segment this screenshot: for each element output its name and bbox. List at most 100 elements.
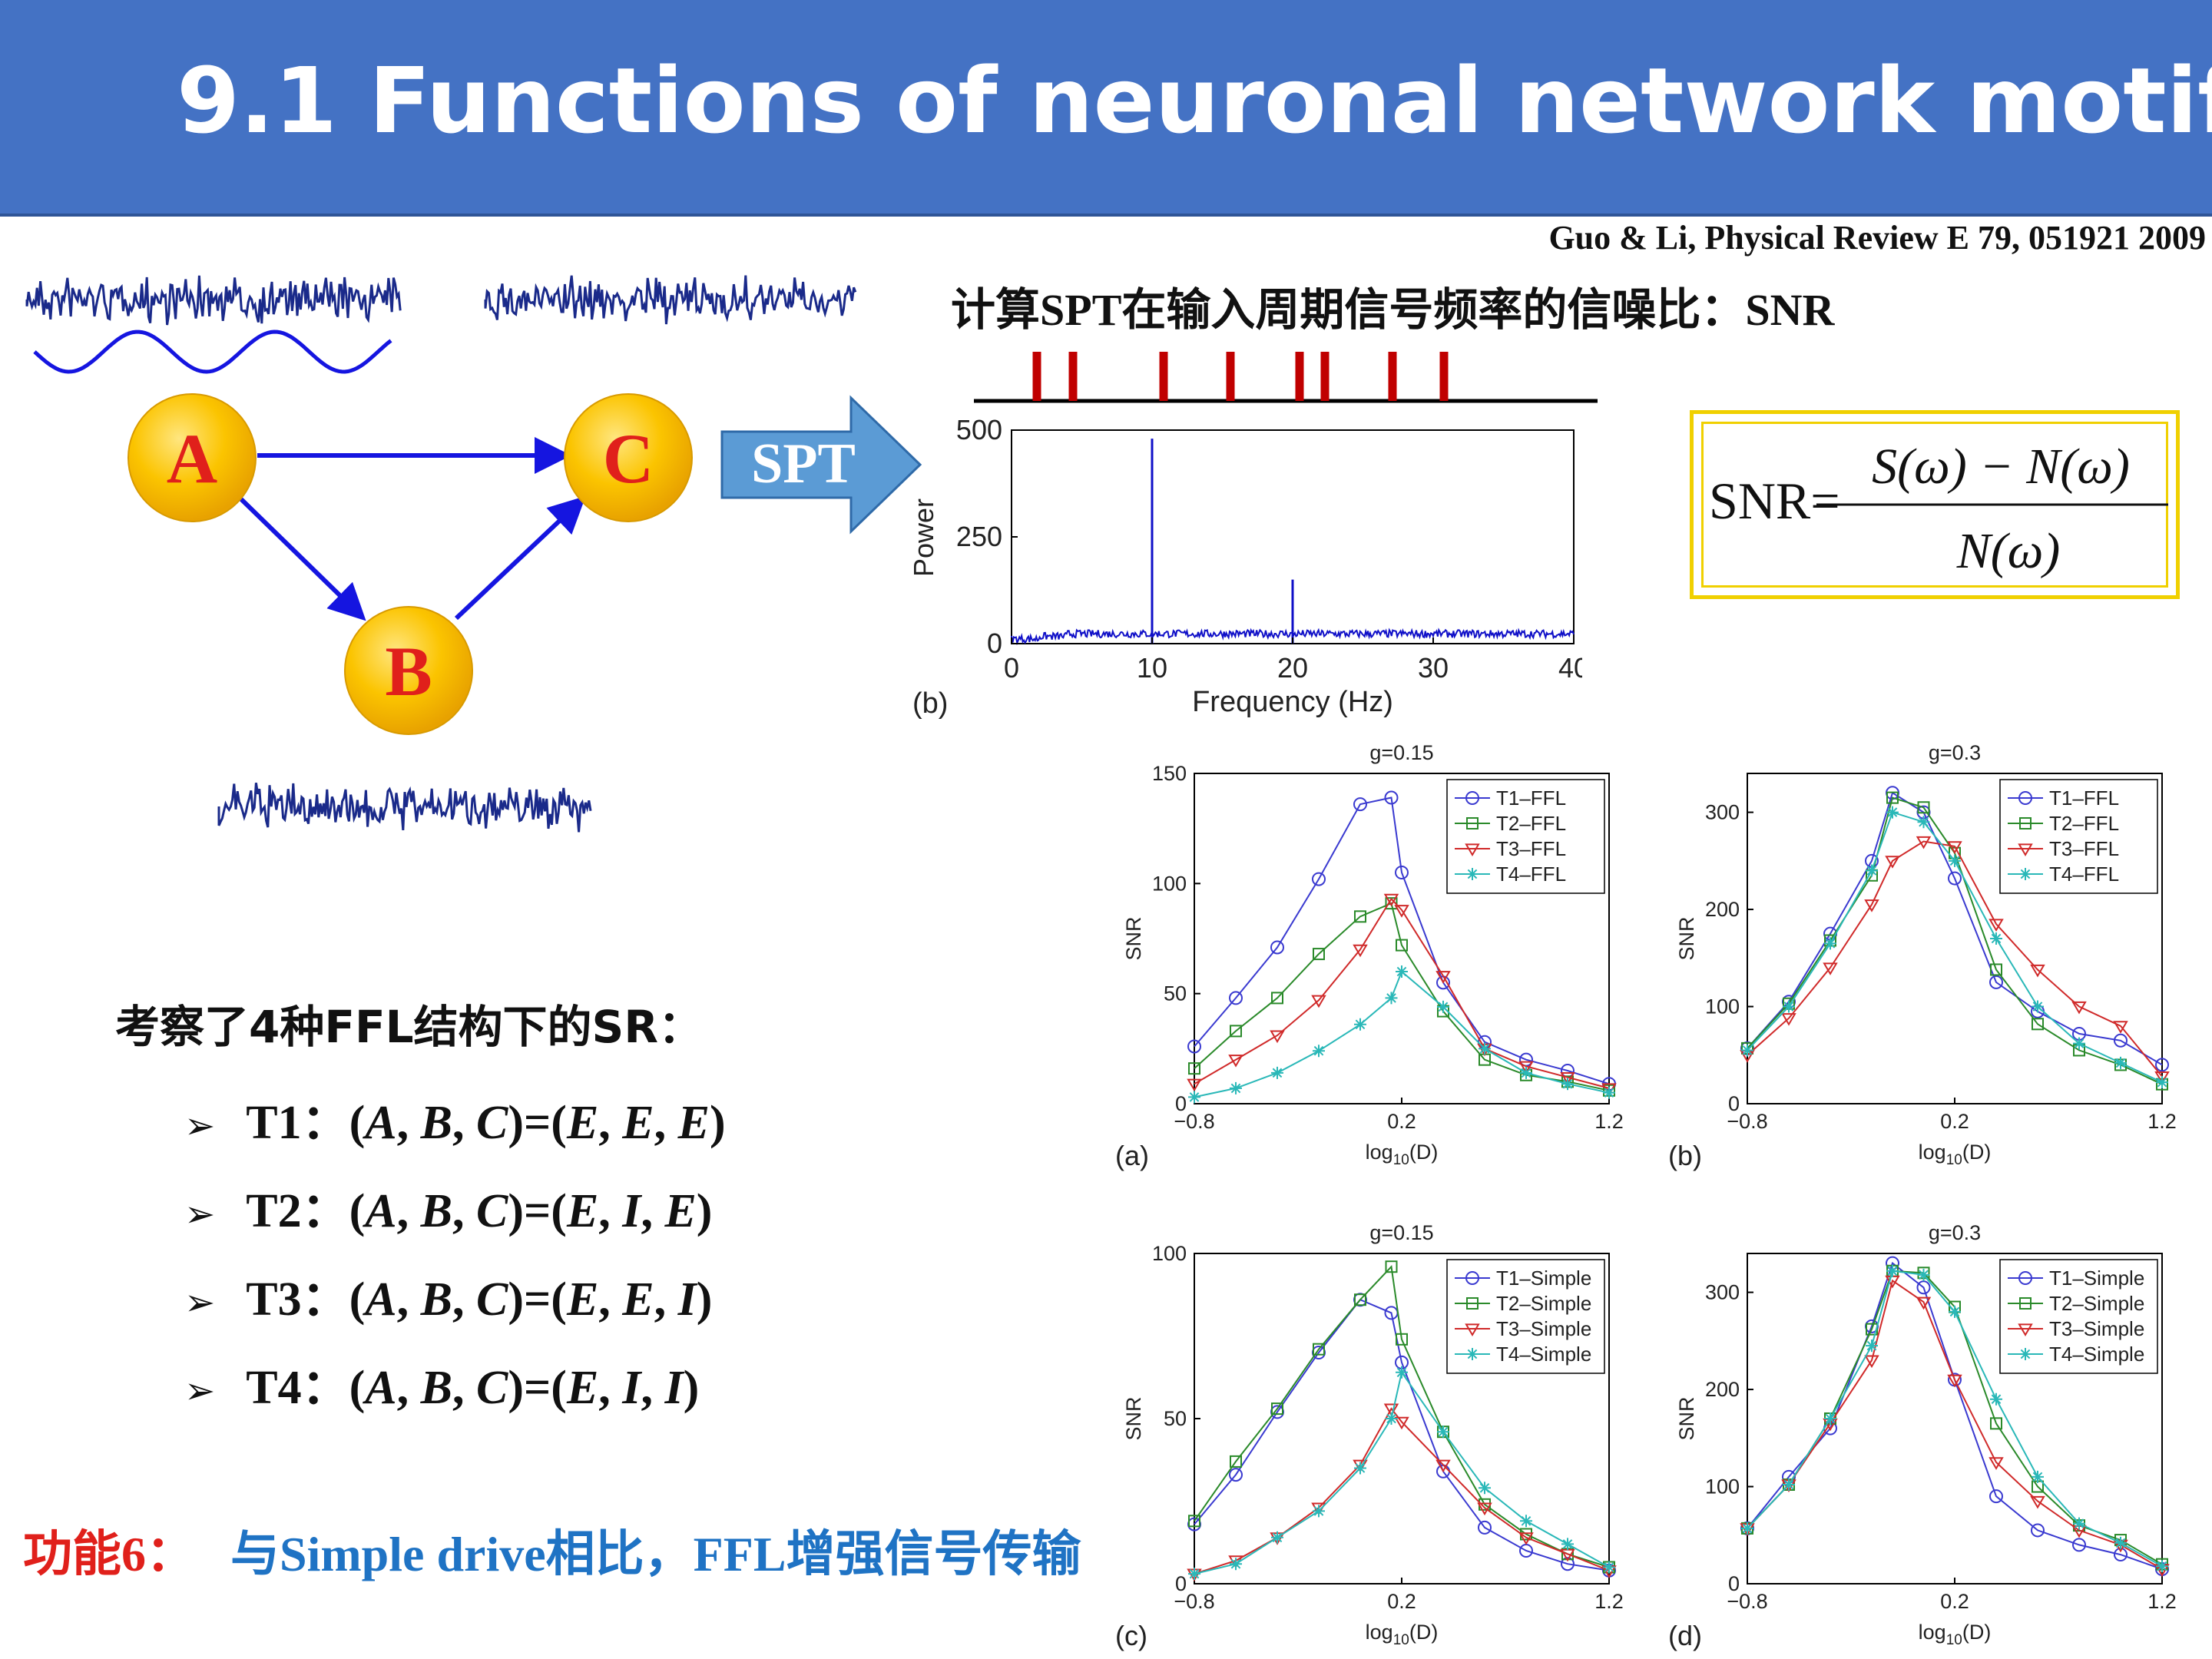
panel-xtick-label: 0.2 xyxy=(1387,1110,1416,1133)
spectrum-xtick-label: 10 xyxy=(1137,652,1167,684)
data-point xyxy=(1949,854,1961,867)
legend-entry: T3–Simple xyxy=(1496,1317,1591,1340)
data-point xyxy=(1437,1426,1449,1439)
panel-letter: (d) xyxy=(1668,1620,1702,1651)
data-point xyxy=(1518,1061,1534,1075)
data-point xyxy=(2156,1076,2168,1089)
panel-ylabel: SNR xyxy=(1675,916,1698,960)
data-point xyxy=(1230,1081,1242,1094)
legend-entry: T3–Simple xyxy=(2049,1317,2144,1340)
data-point xyxy=(1230,1025,1242,1038)
data-point xyxy=(1188,1568,1200,1581)
data-point xyxy=(1230,1455,1242,1468)
spectrum-ytick-label: 0 xyxy=(987,628,1002,659)
data-point xyxy=(1188,1062,1200,1075)
ffl-type-tuple: (A, B, C)=(E, I, E) xyxy=(349,1185,713,1237)
data-point xyxy=(2030,1495,2045,1509)
data-point xyxy=(1781,1013,1796,1026)
data-point xyxy=(1866,864,1878,877)
data-point xyxy=(1916,1296,1932,1310)
data-point xyxy=(1990,932,2002,945)
series-line xyxy=(1747,840,2163,1078)
panel-xtick-label: 1.2 xyxy=(2147,1590,2177,1613)
panel-letter: (a) xyxy=(1115,1140,1149,1171)
panel-ytick-label: 200 xyxy=(1705,1378,1740,1401)
data-point xyxy=(1396,1366,1408,1379)
legend-entry: T2–Simple xyxy=(2049,1292,2144,1315)
data-point xyxy=(2030,964,2045,978)
series-line xyxy=(1747,1279,2163,1570)
data-point xyxy=(1313,1505,1325,1518)
data-point xyxy=(2031,1523,2045,1538)
legend-entry: T4–FFL xyxy=(2049,863,2119,886)
ffl-type-tuple: (A, B, C)=(E, E, E) xyxy=(349,1097,726,1149)
legend-entry: T3–FFL xyxy=(1496,837,1566,860)
data-point xyxy=(1886,806,1899,819)
series-line xyxy=(1747,811,2163,1084)
snr-caption-part2: SPT xyxy=(1040,285,1122,335)
legend-entry: T4–FFL xyxy=(1496,863,1566,886)
data-point xyxy=(1988,1457,2004,1470)
data-point xyxy=(2073,1517,2085,1530)
panel-xtick-label: 1.2 xyxy=(1594,1590,1624,1613)
data-point xyxy=(1824,937,1836,950)
data-point xyxy=(1396,1333,1408,1346)
data-point xyxy=(2114,1033,2128,1048)
spectrum-xtick-label: 40 xyxy=(1558,652,1582,684)
data-point xyxy=(1949,1305,1961,1318)
spectrum-y-axis-label: Power xyxy=(908,498,939,577)
data-point xyxy=(1385,1260,1398,1273)
legend-marker xyxy=(2019,817,2032,830)
data-point xyxy=(1354,1018,1366,1031)
data-point xyxy=(1866,1323,1878,1336)
panel-xtick-label: −0.8 xyxy=(1174,1590,1214,1613)
panel-title: g=0.3 xyxy=(1929,741,1981,764)
spectrum-xtick-label: 20 xyxy=(1277,652,1308,684)
spectrum-xtick-label: 30 xyxy=(1418,652,1449,684)
panel-ytick-label: 0 xyxy=(1728,1572,1740,1595)
panel-xtick-label: 1.2 xyxy=(1594,1110,1624,1133)
legend-marker xyxy=(1465,1323,1480,1336)
data-point xyxy=(1603,1561,1615,1574)
legend-marker xyxy=(2019,1297,2032,1310)
legend-entry: T2–FFL xyxy=(1496,812,1566,835)
panel-xtick-label: −0.8 xyxy=(1727,1110,1767,1133)
legend-entry: T4–Simple xyxy=(2049,1343,2144,1366)
legend-marker xyxy=(1465,791,1479,805)
panel-ytick-label: 200 xyxy=(1705,898,1740,921)
legend-marker xyxy=(2019,868,2032,880)
legend-marker xyxy=(1466,868,1479,880)
data-point xyxy=(1187,1039,1201,1054)
series-3 xyxy=(1188,1366,1615,1581)
data-point xyxy=(1270,940,1284,955)
data-point xyxy=(1354,1462,1366,1475)
snr-caption-part1: 计算 xyxy=(951,283,1041,336)
function-statement: 功能6：与Simple drive相比，FFL增强信号传输 xyxy=(23,1515,1081,1585)
data-point xyxy=(1313,948,1325,961)
bullet-arrow-icon: ➢ xyxy=(184,1104,216,1147)
series-line xyxy=(1747,1270,2163,1568)
panel-xlabel-rest: (D) xyxy=(1409,1141,1438,1164)
data-point xyxy=(1271,992,1283,1005)
data-point xyxy=(2032,1470,2044,1483)
node-label-a: A xyxy=(167,419,217,498)
legend-marker xyxy=(2019,1348,2032,1360)
panel-ytick-label: 300 xyxy=(1705,801,1740,824)
series-line xyxy=(1194,1407,1610,1575)
data-point xyxy=(1989,1489,2003,1504)
periodic-signal-wave xyxy=(33,329,392,374)
data-point xyxy=(1188,1091,1200,1104)
data-point xyxy=(1823,962,1838,975)
panel-ytick-label: 100 xyxy=(1152,1242,1187,1265)
data-point xyxy=(2072,1538,2086,1552)
ffl-type-tuple: (A, B, C)=(E, E, I) xyxy=(349,1273,713,1326)
data-point xyxy=(1187,1078,1202,1092)
data-point xyxy=(1435,971,1451,984)
data-point xyxy=(1383,1403,1399,1417)
data-point xyxy=(1947,1374,1962,1388)
edge-a-to-b xyxy=(237,495,366,621)
data-point xyxy=(1229,1468,1243,1482)
legend-entry: T1–FFL xyxy=(1496,786,1566,810)
